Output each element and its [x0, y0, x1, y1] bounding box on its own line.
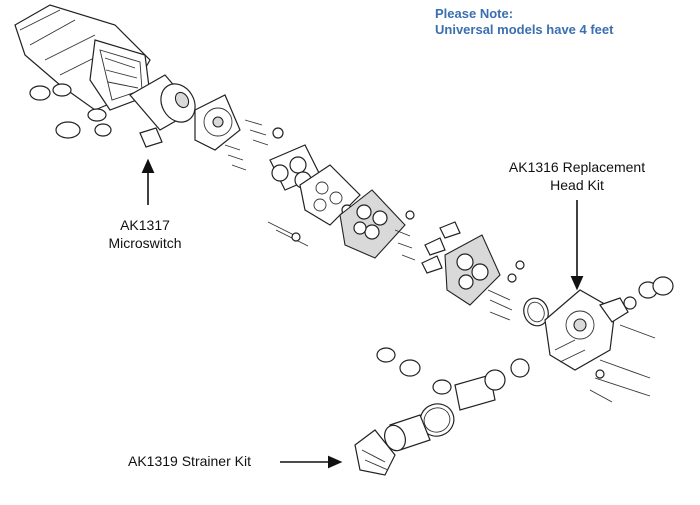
head-kit-line2: Head Kit: [550, 177, 604, 193]
microswitch-label: AK1317 Microswitch: [95, 216, 195, 252]
head-fittings: [589, 276, 674, 403]
strainer-label: AK1319 Strainer Kit: [128, 453, 251, 469]
rubber-feet: [29, 83, 112, 139]
piston-assembly: [269, 144, 321, 191]
inlet-fittings: [376, 347, 530, 411]
note-title: Please Note:: [435, 6, 514, 21]
note-text: Universal models have 4 feet: [435, 22, 614, 37]
microswitch-code: AK1317: [120, 217, 170, 233]
please-note: Please Note: Universal models have 4 fee…: [435, 6, 613, 38]
long-screws: [267, 210, 416, 261]
o-ring: [523, 297, 549, 327]
microswitch-part: [139, 127, 163, 148]
wobble-plate-housing: [194, 94, 241, 151]
microswitch-name: Microswitch: [108, 235, 182, 251]
motor: [129, 74, 196, 131]
strainer-kit: [354, 403, 455, 476]
check-valve-plate: [339, 189, 406, 259]
screws-upper: [224, 119, 284, 171]
pump-head: [544, 289, 629, 371]
head-kit-line1: AK1316 Replacement: [508, 159, 646, 175]
head-kit-label: AK1316 Replacement Head Kit: [492, 158, 662, 194]
valves: [421, 221, 461, 274]
head-plate: [444, 234, 525, 321]
